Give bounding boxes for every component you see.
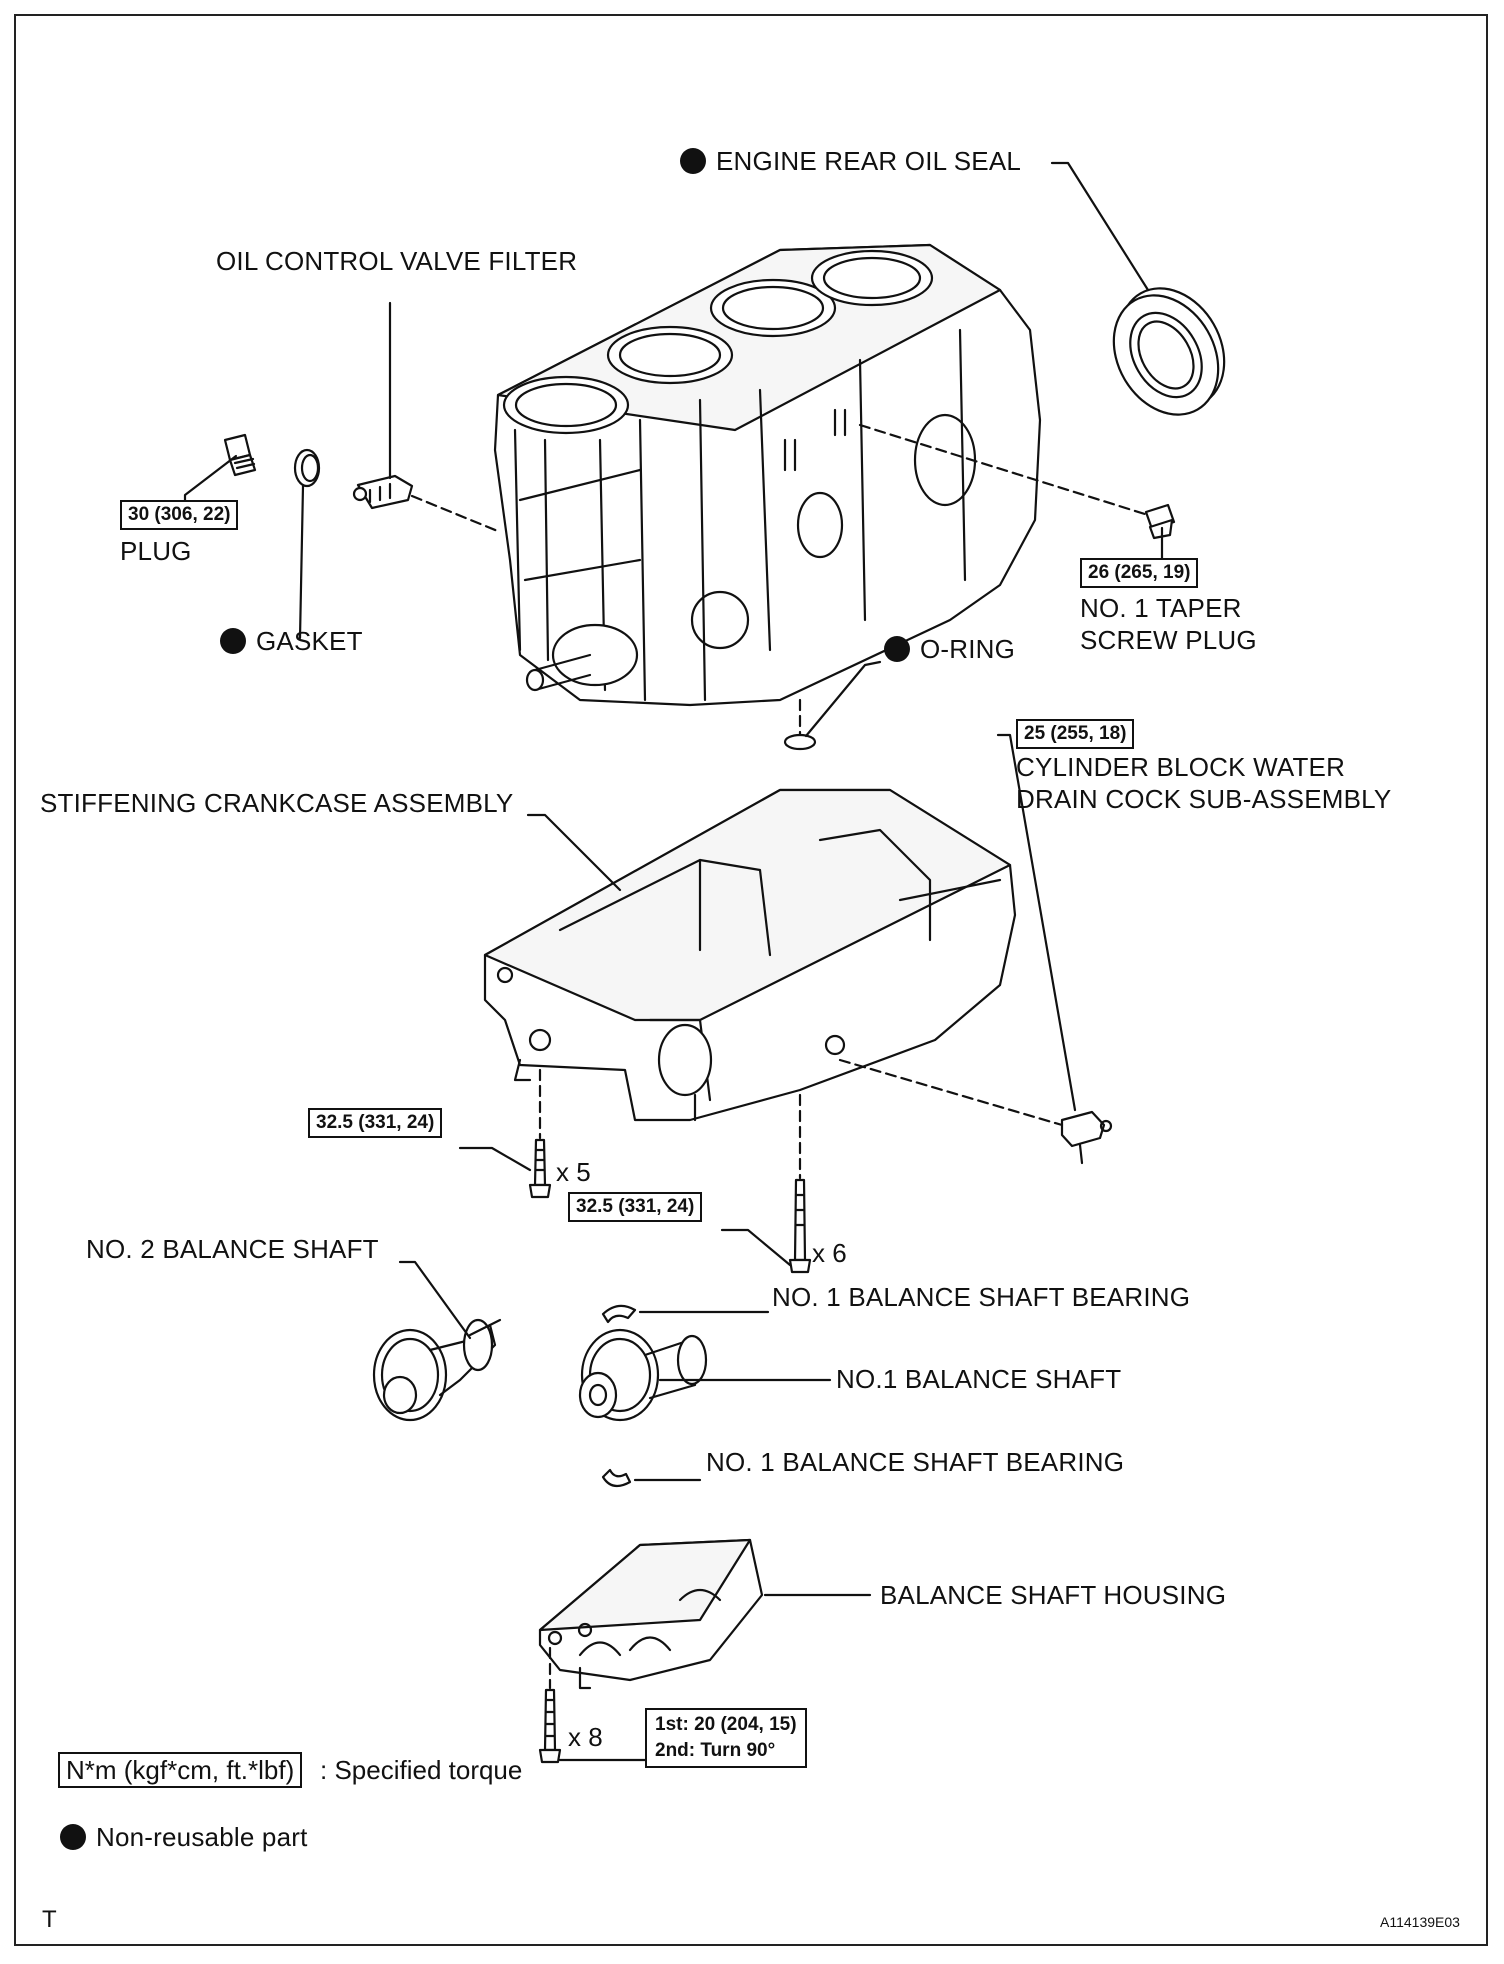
ocv-filter-axis <box>410 494 502 534</box>
legend-non-reusable: Non-reusable part <box>60 1822 308 1852</box>
cylinder-block <box>493 243 1042 707</box>
legend-torque-unit: N*m (kgf*cm, ft.*lbf) <box>58 1752 303 1788</box>
label-oil-control-valve-filter: OIL CONTROL VALVE FILTER <box>216 246 578 276</box>
oil-control-valve-filter <box>352 474 414 510</box>
stiffening-crankcase <box>483 788 1017 1122</box>
label-engine-rear-oil-seal: ENGINE REAR OIL SEAL <box>680 146 1021 176</box>
torque-housing: 1st: 20 (204, 15) 2nd: Turn 90° <box>645 1708 807 1768</box>
balance-shaft-housing <box>538 1538 764 1690</box>
taper-plug-axis <box>858 423 1150 517</box>
leader-stiffening-crankcase <box>526 813 622 892</box>
figure-id: A114139E03 <box>1380 1914 1460 1930</box>
crankcase-bolt-right <box>788 1178 812 1274</box>
label-taper-screw-plug-2: SCREW PLUG <box>1080 625 1257 655</box>
plug-part <box>223 433 257 477</box>
torque-housing-first: 1st: 20 (204, 15) <box>655 1714 797 1735</box>
no1-balance-shaft <box>578 1328 708 1422</box>
legend-torque-desc: : Specified torque <box>320 1755 523 1785</box>
label-taper-screw-plug-1: NO. 1 TAPER <box>1080 593 1242 623</box>
label-no1-bearing-upper: NO. 1 BALANCE SHAFT BEARING <box>772 1282 1191 1312</box>
no1-bearing-upper-part <box>601 1304 637 1324</box>
qty-bolts-left: x 5 <box>556 1157 591 1187</box>
label-stiffening-crankcase: STIFFENING CRANKCASE ASSEMBLY <box>40 788 514 818</box>
leader-torque-right <box>720 1228 792 1267</box>
leader-no2-balance-shaft <box>398 1260 472 1340</box>
label-plug: PLUG <box>120 536 192 566</box>
corner-letter: T <box>42 1906 57 1933</box>
leader-o-ring <box>804 660 882 738</box>
drain-cock-part <box>1060 1110 1113 1165</box>
label-no1-bearing-lower: NO. 1 BALANCE SHAFT BEARING <box>706 1447 1125 1477</box>
label-o-ring: O-RING <box>884 634 1015 664</box>
label-no2-balance-shaft: NO. 2 BALANCE SHAFT <box>86 1234 379 1264</box>
gasket-part <box>293 448 321 488</box>
diagram-frame <box>14 14 1488 1946</box>
housing-bolt <box>538 1688 562 1764</box>
engine-rear-oil-seal <box>1112 287 1226 416</box>
qty-bolts-housing: x 8 <box>568 1722 603 1752</box>
torque-housing-second: 2nd: Turn 90° <box>655 1740 776 1761</box>
torque-crankcase-right: 32.5 (331, 24) <box>568 1192 703 1222</box>
label-no1-balance-shaft: NO.1 BALANCE SHAFT <box>836 1364 1122 1394</box>
crankcase-bolt-left <box>528 1138 552 1199</box>
torque-plug: 30 (306, 22) <box>120 500 239 530</box>
torque-taper-plug: 26 (265, 19) <box>1080 558 1199 588</box>
label-drain-cock-1: CYLINDER BLOCK WATER <box>1016 752 1346 782</box>
leader-torque-left <box>458 1146 532 1172</box>
o-ring-part <box>783 733 817 751</box>
qty-bolts-right: x 6 <box>812 1238 847 1268</box>
leader-drain-cock <box>996 733 1077 1112</box>
non-reusable-dot-icon <box>884 636 910 662</box>
non-reusable-dot-icon <box>220 628 246 654</box>
label-balance-shaft-housing: BALANCE SHAFT HOUSING <box>880 1580 1227 1610</box>
no2-balance-shaft <box>372 1318 502 1422</box>
no1-bearing-lower-part <box>601 1468 632 1488</box>
leader-gasket <box>298 484 305 640</box>
non-reusable-dot-icon <box>60 1824 86 1850</box>
non-reusable-dot-icon <box>680 148 706 174</box>
torque-crankcase-left: 32.5 (331, 24) <box>308 1108 443 1138</box>
leader-rear-oil-seal <box>1050 161 1150 292</box>
label-gasket: GASKET <box>220 626 363 656</box>
label-drain-cock-2: DRAIN COCK SUB-ASSEMBLY <box>1016 784 1392 814</box>
torque-drain-cock: 25 (255, 18) <box>1016 719 1135 749</box>
taper-screw-plug-part <box>1144 503 1176 540</box>
drain-cock-axis <box>838 1058 1064 1127</box>
leader-plug <box>183 454 238 504</box>
